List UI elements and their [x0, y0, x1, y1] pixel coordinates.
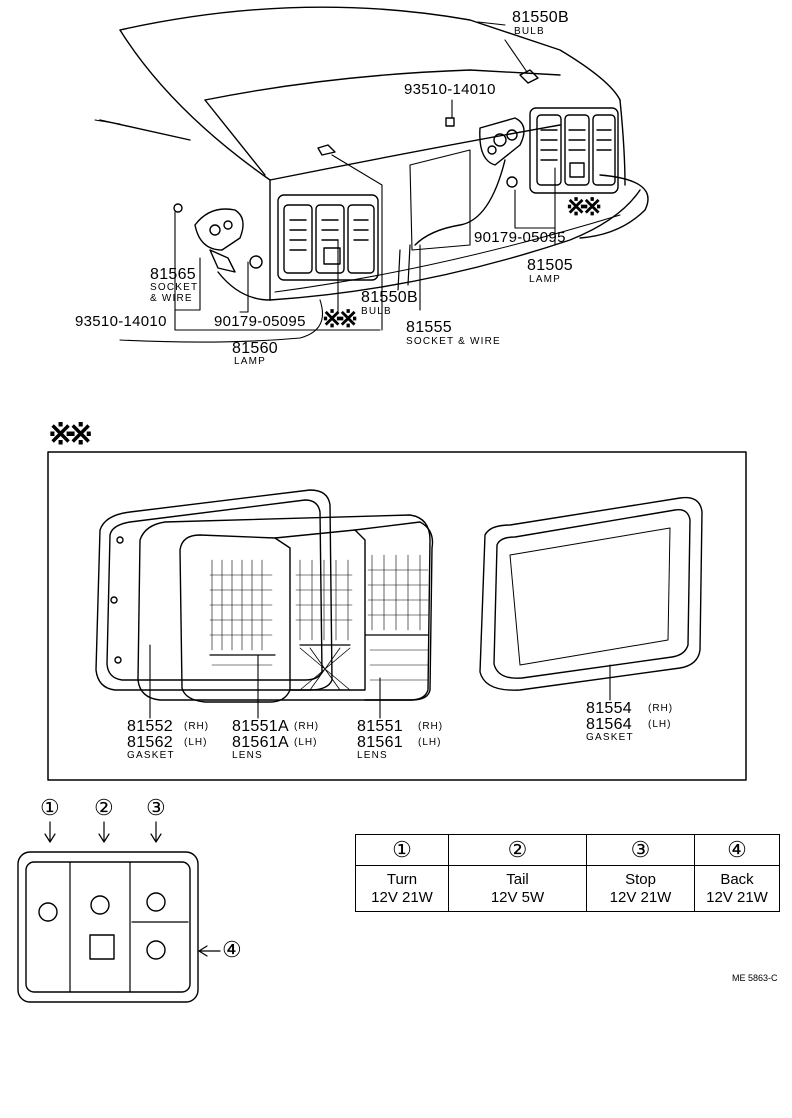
- lens-b-rh: 81551: [357, 718, 403, 735]
- lens-a-lh-side: (LH): [294, 737, 318, 748]
- lens-a-rh: 81551A: [232, 718, 289, 735]
- legend-lamp: [17, 821, 221, 1003]
- table-header-3: ③: [586, 834, 695, 866]
- lamp-left-sub: LAMP: [234, 356, 267, 367]
- table-header-1: ①: [355, 834, 449, 866]
- gasket-a-sub: GASKET: [127, 750, 175, 761]
- socket-left-sub2: & WIRE: [150, 293, 193, 304]
- leader-lines-top: [174, 21, 556, 331]
- detail-box: [47, 451, 747, 781]
- bulb-spec: 12V 21W: [706, 888, 768, 906]
- lens-a-rh-side: (RH): [294, 721, 320, 732]
- lamp-left-pn: 81560: [232, 340, 278, 357]
- nut-right-pn: 90179-05095: [474, 229, 566, 246]
- socket-right-sub: SOCKET & WIRE: [406, 336, 501, 347]
- legend-number-1: ①: [40, 795, 60, 820]
- gasket-b-rh: 81554: [586, 700, 632, 717]
- footer-code: ME 5863-C: [732, 973, 778, 983]
- gasket-a-rh-side: (RH): [184, 721, 210, 732]
- car-body: [94, 6, 649, 343]
- table-header-2: ②: [448, 834, 587, 866]
- right-socket-wire: [414, 117, 525, 246]
- lamp-body-exploded: [137, 514, 431, 701]
- legend-number-3: ③: [146, 795, 166, 820]
- screw-left-pn: 93510-14010: [75, 313, 167, 330]
- bulb-name: Tail: [506, 870, 529, 888]
- marks-right: ※※: [566, 194, 602, 221]
- nut-left-pn: 90179-05095: [214, 313, 306, 330]
- lamp-right-sub: LAMP: [529, 274, 562, 285]
- left-lamp-housing: [277, 194, 379, 281]
- leader-lines-detail: [149, 644, 611, 719]
- lens-b-sub: LENS: [357, 750, 388, 761]
- gasket-a-lh-side: (LH): [184, 737, 208, 748]
- bulb-name: Turn: [386, 870, 418, 888]
- gasket-a-lh: 81562: [127, 734, 173, 751]
- socket-right-pn: 81555: [406, 319, 452, 336]
- bulb-top-sub: BULB: [514, 26, 545, 37]
- legend-number-2: ②: [94, 795, 114, 820]
- lens-b-lh-side: (LH): [418, 737, 442, 748]
- bulb-spec: 12V 21W: [609, 888, 672, 906]
- gasket-b-rh-side: (RH): [648, 703, 674, 714]
- detail-mark: ※※: [48, 418, 93, 451]
- gasket-b-sub: GASKET: [586, 732, 634, 743]
- bulb-mid-pn: 81550B: [361, 289, 418, 306]
- lens-b-rh-side: (RH): [418, 721, 444, 732]
- bulb-top-pn: 81550B: [512, 9, 569, 26]
- lens-a-sub: LENS: [232, 750, 263, 761]
- bulb-name: Stop: [625, 870, 656, 888]
- lens-b-lh: 81561: [357, 734, 403, 751]
- table-header-4: ④: [694, 834, 780, 866]
- lamp-right-pn: 81505: [527, 257, 573, 274]
- screw-right-pn: 93510-14010: [404, 81, 496, 98]
- bulb-mid-sub: BULB: [361, 306, 392, 317]
- bulb-spec: 12V 5W: [490, 888, 545, 906]
- legend-number-4: ④: [222, 937, 242, 962]
- socket-left-sub1: SOCKET: [150, 282, 199, 293]
- bulb-name: Back: [720, 870, 754, 888]
- left-socket-wire: [173, 69, 539, 301]
- lens-front-exploded: [179, 521, 434, 703]
- gasket-right-exploded: [479, 496, 703, 691]
- right-lamp-housing: [529, 107, 619, 194]
- bulb-spec: 12V 21W: [371, 888, 433, 906]
- gasket-b-lh-side: (LH): [648, 719, 672, 730]
- gasket-b-lh: 81564: [586, 716, 632, 733]
- marks-left: ※※: [322, 306, 358, 333]
- gasket-a-rh: 81552: [127, 718, 173, 735]
- lens-a-lh: 81561A: [232, 734, 289, 751]
- socket-left-pn: 81565: [150, 266, 196, 283]
